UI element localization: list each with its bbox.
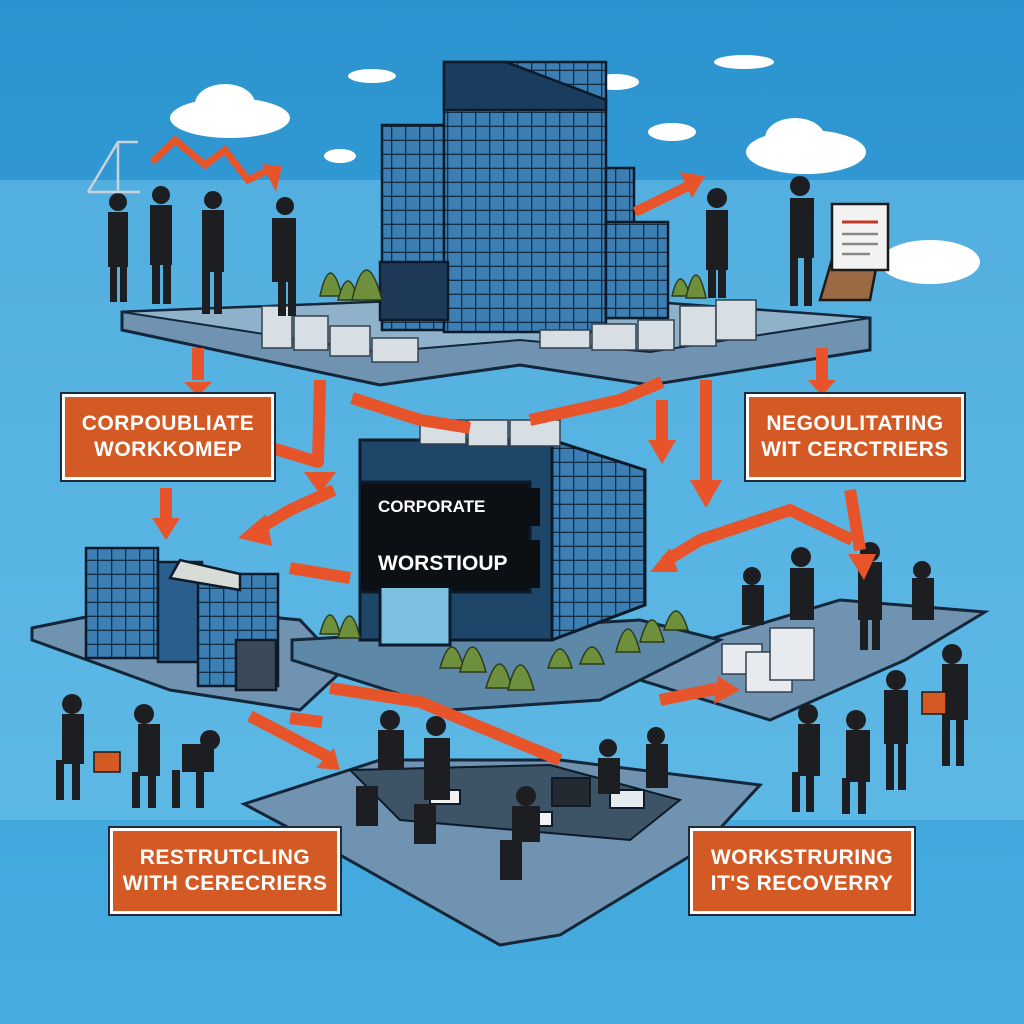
shrubs-top	[319, 269, 707, 301]
people-right	[742, 542, 934, 650]
easel-board	[818, 202, 890, 302]
briefcase-left	[93, 751, 121, 773]
label-bottom-right-line-2: IT'S RECOVERRY	[710, 872, 894, 895]
label-top-left: CORPOUBLIATE WORKKOMEP	[62, 394, 274, 480]
scale-structure	[86, 140, 140, 194]
damaged-building	[84, 546, 280, 692]
label-bottom-right-line-1: WORKSTRURING	[710, 846, 894, 870]
label-bottom-left: RESTRUTCLING WITH CERECRIERS	[110, 828, 340, 914]
building-sign-line-2: WORSTIOUP	[372, 540, 540, 588]
label-top-left-line-1: CORPOUBLIATE	[81, 412, 255, 436]
arrow-heads	[152, 380, 876, 770]
flow-arrows	[160, 348, 866, 766]
downtrend-arrow	[149, 135, 270, 185]
people-top-right	[706, 176, 814, 306]
people-top-left	[108, 186, 296, 316]
label-top-right: NEGOULITATING WIT CERCTRIERS	[746, 394, 964, 480]
clouds	[170, 55, 980, 284]
people-bottom-left	[56, 694, 220, 808]
coin-stacks-top	[261, 299, 757, 363]
shrubs-center	[319, 610, 690, 691]
label-bottom-right: WORKSTRURING IT'S RECOVERRY	[690, 828, 914, 914]
label-top-left-line-2: WORKKOMEP	[94, 438, 242, 461]
label-top-right-line-2: WIT CERCTRIERS	[761, 438, 949, 461]
building-sign-line-1: CORPORATE	[372, 488, 540, 526]
briefcase-right	[921, 691, 947, 715]
arrow-to-right	[632, 180, 693, 217]
label-bottom-left-line-1: RESTRUTCLING	[139, 846, 311, 870]
label-top-right-line-1: NEGOULITATING	[766, 412, 944, 436]
people-bottom	[378, 710, 668, 842]
label-bottom-left-line-2: WITH CERECRIERS	[122, 872, 328, 895]
people-bottom-right	[792, 644, 968, 814]
paper-stacks	[721, 627, 815, 693]
top-buildings	[378, 60, 670, 334]
chairs	[356, 786, 522, 880]
